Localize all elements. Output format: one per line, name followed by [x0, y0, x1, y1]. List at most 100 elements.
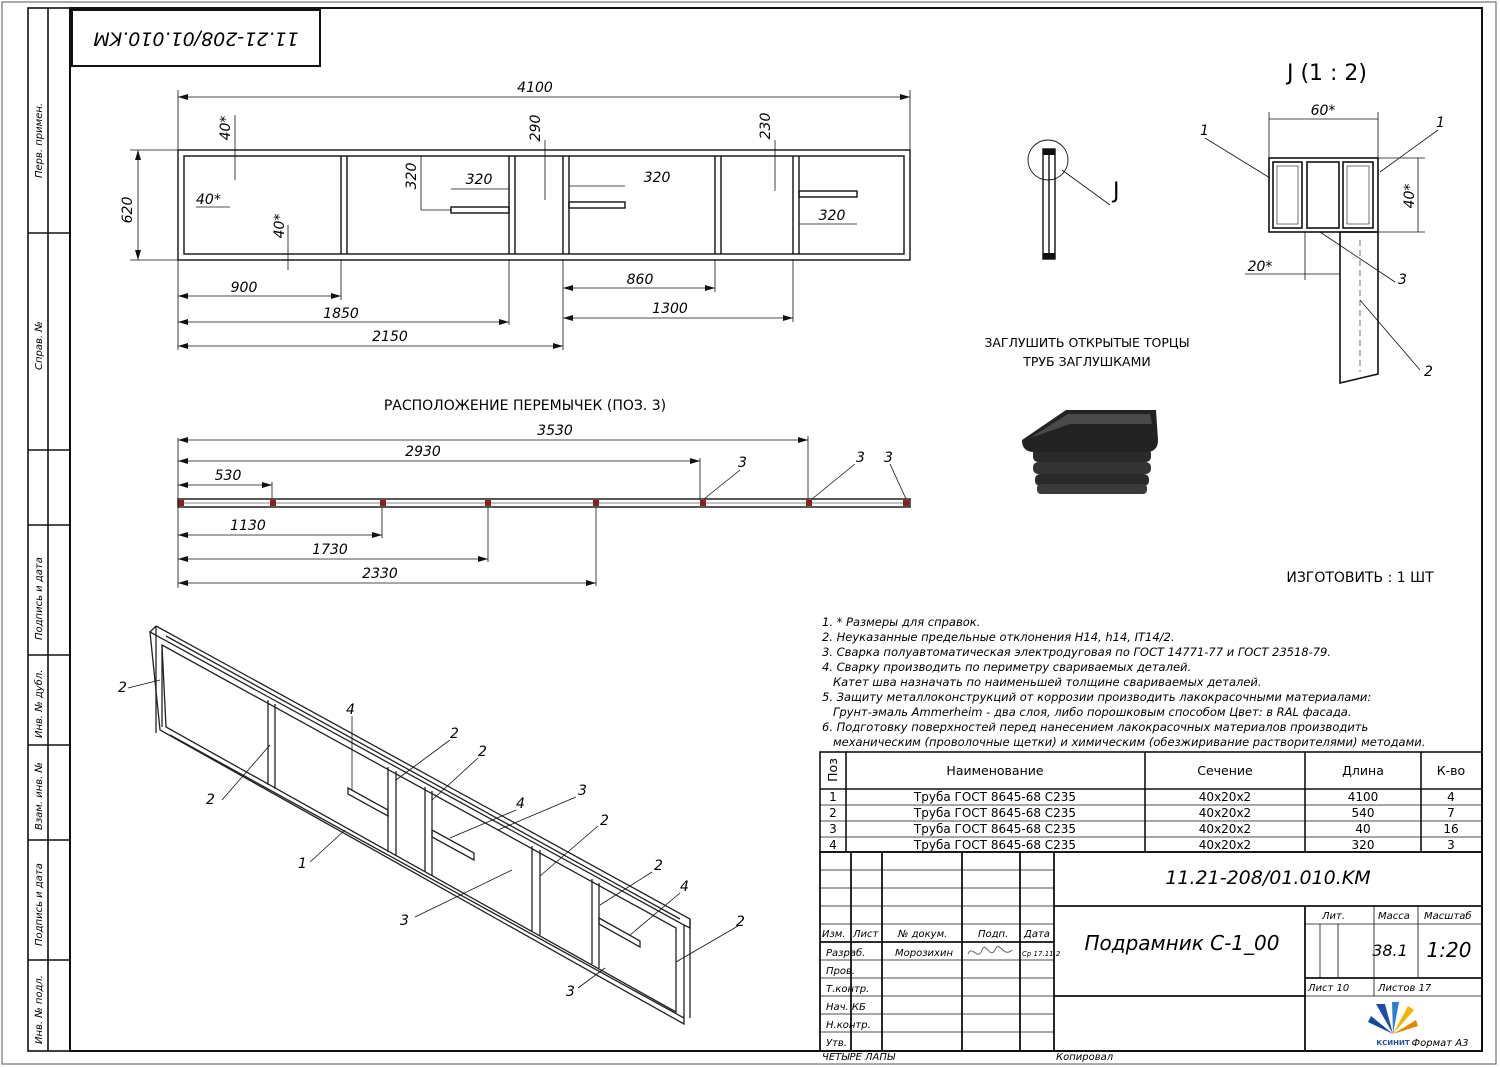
- bridge-pos-label: 3: [856, 450, 865, 466]
- spec-header: К-во: [1437, 763, 1465, 778]
- note-line: механическим (проволочные щетки) и химич…: [822, 735, 1425, 749]
- side-stamp-label: Справ. №: [34, 321, 45, 370]
- dim-530: 530: [215, 468, 242, 484]
- spec-header: Сечение: [1197, 763, 1253, 778]
- spec-cell: 2: [829, 806, 837, 820]
- bridge-pos-label: 3: [738, 455, 747, 471]
- role-label: Н.контр.: [826, 1020, 871, 1031]
- dim-320-b: 320: [644, 170, 671, 186]
- role-label: Т.контр.: [826, 984, 869, 995]
- iso-pos-label: 1: [298, 856, 307, 872]
- spec-header: Наименование: [946, 763, 1043, 778]
- dim-290: 290: [528, 115, 544, 142]
- dim-230: 230: [758, 113, 774, 140]
- note-line: 5. Защиту металлоконструкций от коррозии…: [822, 690, 1371, 704]
- mass-label: Масса: [1378, 911, 1410, 922]
- note-line: Катет шва назначать по наименьшей толщин…: [822, 675, 1262, 689]
- iso-pos-label: 4: [680, 879, 689, 895]
- col-label: Дата: [1023, 929, 1050, 940]
- bridge-pos-label: 3: [884, 450, 893, 466]
- company-name: КСИНИТ: [1376, 1039, 1409, 1047]
- detail-callout-j: J: [1111, 179, 1120, 204]
- isometric-view: 2 2 4 2 2 4 3 2 1 2 3 4 2 3: [118, 625, 745, 1026]
- dim-2330: 2330: [362, 566, 398, 582]
- col-label: Подп.: [978, 929, 1008, 940]
- dim-620: 620: [120, 197, 136, 224]
- lit-label: Лит.: [1321, 911, 1345, 922]
- detail-pos-1a: 1: [1200, 123, 1209, 139]
- detail-dim-40: 40*: [1402, 184, 1418, 209]
- iso-pos-label: 2: [600, 813, 609, 829]
- spec-table: Поз Наименование Сечение Длина К-во 1 Тр…: [819, 751, 1483, 853]
- dim-2150: 2150: [372, 329, 408, 345]
- footer-format: Формат А3: [1412, 1038, 1469, 1049]
- spec-cell: 16: [1443, 822, 1458, 836]
- developer-date: Ср 17.11.2: [1022, 950, 1061, 958]
- sheet-number: Лист 10: [1307, 983, 1349, 994]
- developer-name: Морозихин: [895, 948, 953, 959]
- company-logo: КСИНИТ: [1368, 1002, 1418, 1047]
- detail-j: J (1 : 2) 60* 40* 20* 1: [1200, 61, 1445, 385]
- dim-320-c: 320: [819, 208, 846, 224]
- iso-pos-label: 4: [516, 796, 525, 812]
- spec-header: Поз: [825, 758, 840, 782]
- note-line: 2. Неуказанные предельные отклонения H14…: [822, 630, 1175, 644]
- inner-frame: [69, 7, 1483, 1052]
- footer-copy: Копировал: [1056, 1052, 1114, 1063]
- end-plug-image: [1022, 410, 1158, 494]
- quantity-note: ИЗГОТОВИТЬ : 1 ШТ: [1286, 570, 1434, 586]
- role-label: Утв.: [826, 1038, 847, 1049]
- plug-note-line1: ЗАГЛУШИТЬ ОТКРЫТЫЕ ТОРЦЫ: [984, 335, 1189, 350]
- iso-pos-label: 3: [578, 783, 587, 799]
- spec-cell: Труба ГОСТ 8645-68 С235: [913, 806, 1076, 820]
- spec-cell: 320: [1352, 838, 1375, 852]
- side-stamp-label: Подпись и дата: [34, 863, 45, 946]
- scale-label: Масштаб: [1424, 910, 1472, 922]
- col-label: Изм.: [822, 929, 846, 940]
- spec-cell: Труба ГОСТ 8645-68 С235: [913, 790, 1076, 804]
- dim-320-a: 320: [466, 172, 493, 188]
- dim-1130: 1130: [230, 518, 266, 534]
- spec-header: Длина: [1342, 763, 1384, 778]
- side-stamp-label: Инв. № дубл.: [33, 670, 45, 738]
- plug-note-line2: ТРУБ ЗАГЛУШКАМИ: [1022, 354, 1150, 369]
- side-stamp: [27, 7, 71, 1052]
- dim-40-top: 40*: [218, 116, 234, 141]
- bridge-layout-title: РАСПОЛОЖЕНИЕ ПЕРЕМЫЧЕК (ПОЗ. 3): [384, 398, 666, 414]
- mass-value: 38.1: [1372, 941, 1408, 960]
- detail-pos-2: 2: [1424, 364, 1433, 380]
- spec-cell: 4: [1447, 790, 1455, 804]
- side-stamp-label: Взам. инв. №: [34, 762, 45, 830]
- spec-cell: 7: [1447, 806, 1455, 820]
- col-label: Лист: [852, 929, 880, 940]
- code-stamp-box: [71, 9, 321, 67]
- col-label: № докум.: [897, 929, 947, 940]
- footer-left: ЧЕТЫРЕ ЛАПЫ: [822, 1052, 896, 1063]
- side-stamp-label: Инв. № подл.: [34, 975, 45, 1044]
- spec-cell: 40x20x2: [1199, 806, 1251, 820]
- spec-cell: 4100: [1348, 790, 1379, 804]
- note-line: 4. Сварку производить по периметру свари…: [822, 660, 1191, 674]
- note-line: 1. * Размеры для справок.: [822, 615, 980, 629]
- dim-1300: 1300: [652, 301, 688, 317]
- title-name: Подрамник С-1_00: [1084, 931, 1279, 955]
- spec-cell: 40x20x2: [1199, 822, 1251, 836]
- dim-3530: 3530: [537, 423, 573, 439]
- spec-cell: Труба ГОСТ 8645-68 С235: [913, 822, 1076, 836]
- title-code: 11.21-208/01.010.KM: [1165, 867, 1370, 889]
- title-block: 11.21-208/01.010.KM Подрамник С-1_00 Изм…: [819, 851, 1483, 1052]
- iso-pos-label: 2: [654, 858, 663, 874]
- spec-cell: Труба ГОСТ 8645-68 С235: [913, 838, 1076, 852]
- dim-40-bottom: 40*: [272, 214, 288, 239]
- iso-pos-label: 2: [450, 726, 459, 742]
- detail-dim-20: 20*: [1248, 259, 1273, 275]
- iso-pos-label: 2: [118, 680, 127, 696]
- iso-pos-label: 2: [478, 744, 487, 760]
- role-label: Разраб.: [826, 947, 865, 959]
- code-stamp: 11.21-208/01.010.KM: [93, 28, 298, 50]
- sheets-total: Листов 17: [1377, 983, 1432, 994]
- spec-cell: 3: [1447, 838, 1455, 852]
- dim-1730: 1730: [312, 542, 348, 558]
- note-line: Грунт-эмаль Ammerheim - два слоя, либо п…: [822, 705, 1351, 719]
